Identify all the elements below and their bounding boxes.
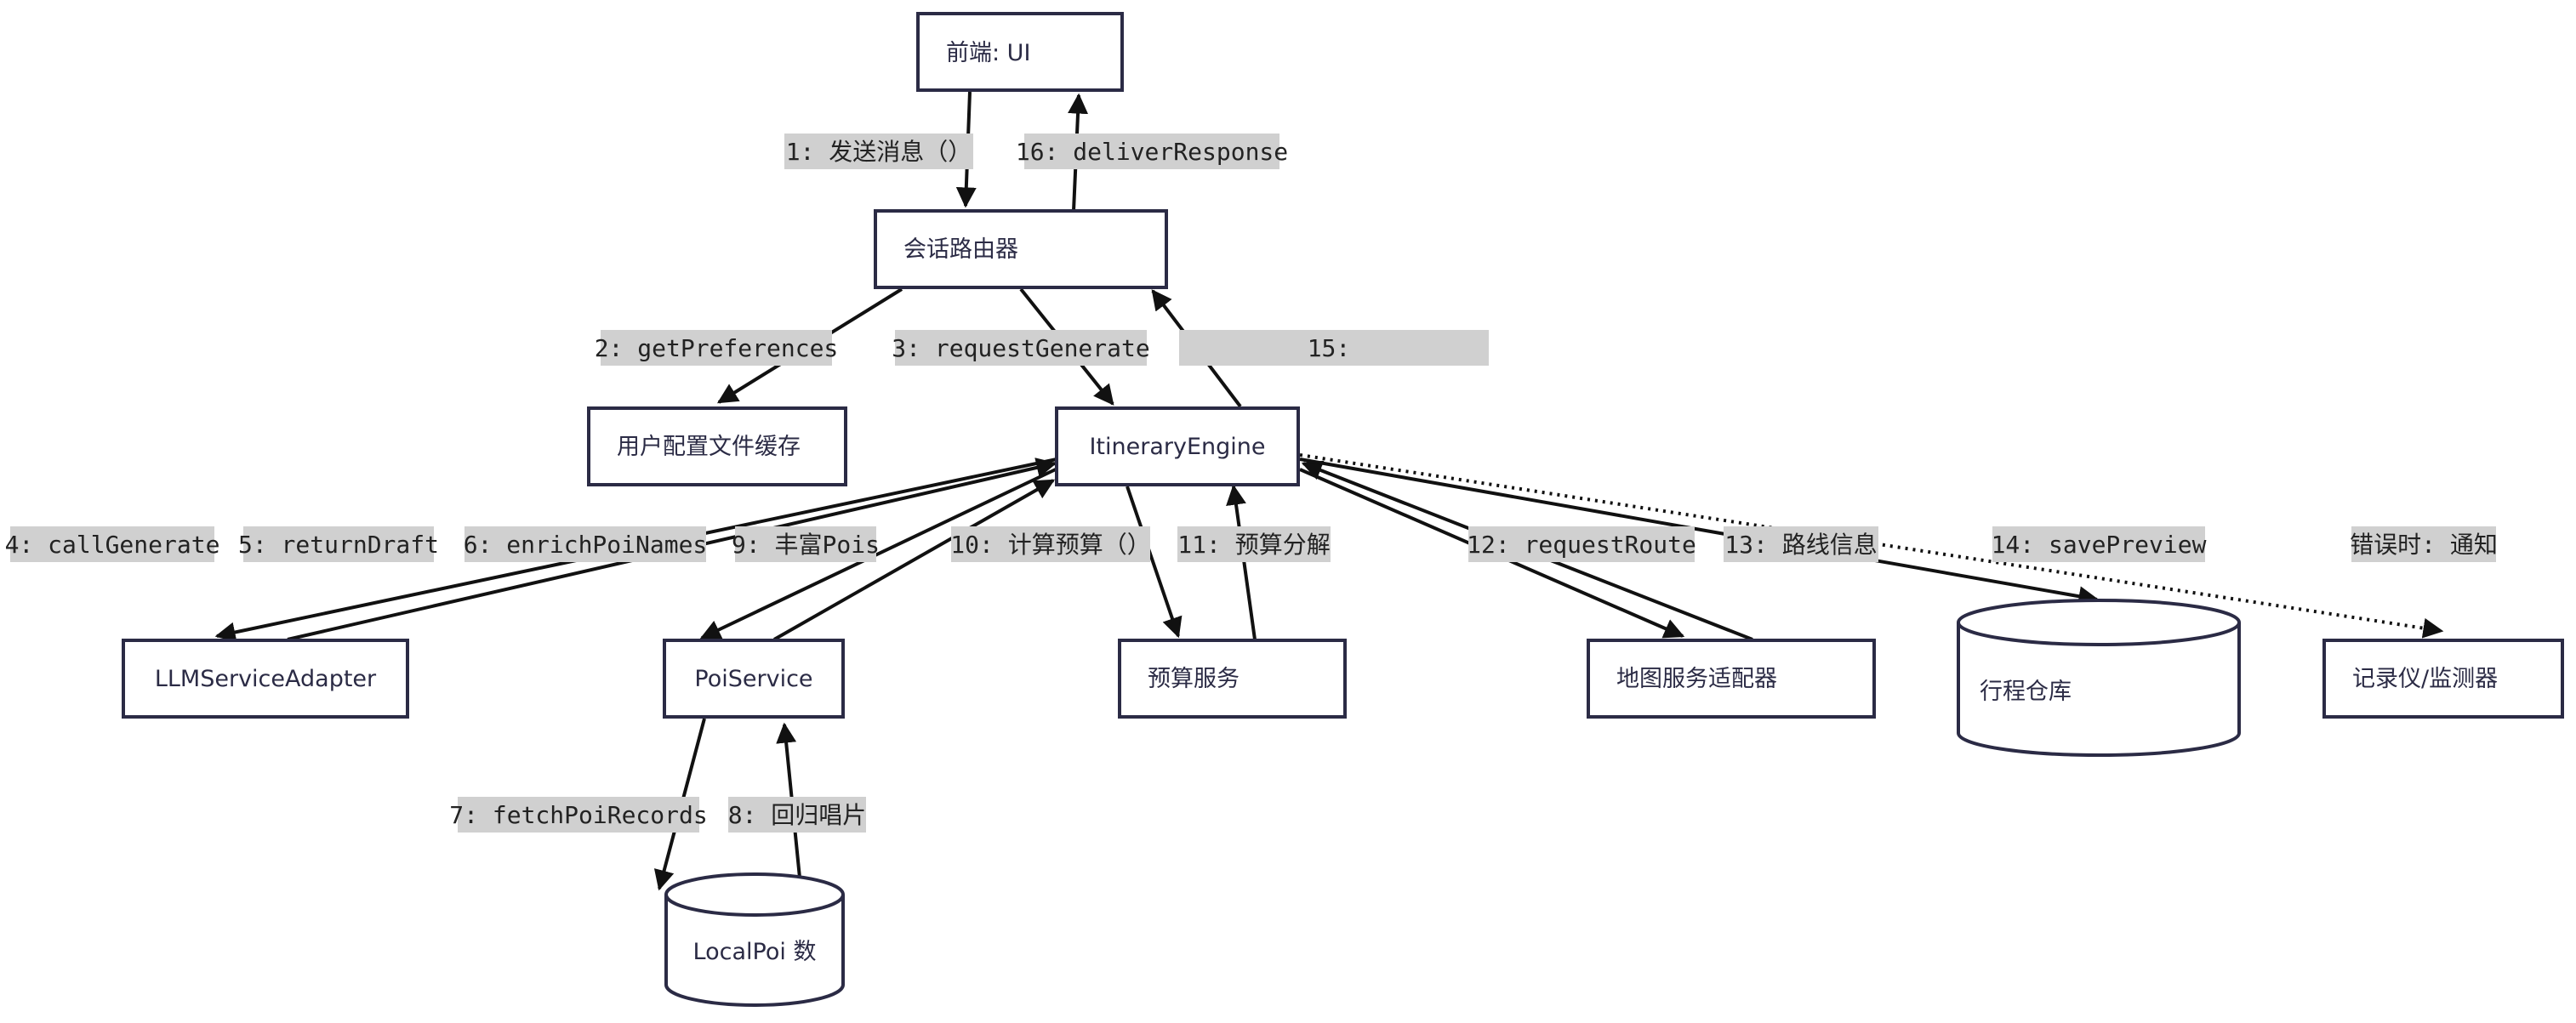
svg-text:11: 预算分解: 11: 预算分解 bbox=[1177, 531, 1330, 559]
node-llm-service-adapter-label: LLMServiceAdapter bbox=[155, 666, 377, 692]
node-local-poi-db[interactable]: LocalPoi 数 bbox=[664, 872, 845, 1007]
node-logger-monitor-label: 记录仪/监测器 bbox=[2352, 666, 2498, 692]
edge-9 bbox=[773, 479, 1056, 641]
edge-label-10: 10: 计算预算（） bbox=[950, 526, 1151, 562]
node-local-poi-db-label: LocalPoi 数 bbox=[693, 939, 817, 965]
edge-label-6: 6: enrichPoiNames bbox=[464, 526, 708, 562]
edge-label-12: 12: requestRoute bbox=[1467, 526, 1696, 562]
svg-text:5: returnDraft: 5: returnDraft bbox=[238, 531, 439, 559]
edge-label-16: 16: deliverResponse bbox=[1016, 134, 1288, 169]
edge-label-4: 4: callGenerate bbox=[5, 526, 220, 562]
svg-text:13: 路线信息: 13: 路线信息 bbox=[1724, 531, 1877, 559]
svg-text:14: savePreview: 14: savePreview bbox=[1992, 531, 2207, 559]
node-frontend-ui[interactable]: 前端: UI bbox=[916, 12, 1124, 92]
edge-labels: 1: 发送消息（） 16: deliverResponse 2: getPref… bbox=[5, 134, 2498, 833]
node-session-router[interactable]: 会话路由器 bbox=[874, 209, 1168, 289]
edge-label-5: 5: returnDraft bbox=[238, 526, 439, 562]
node-llm-service-adapter[interactable]: LLMServiceAdapter bbox=[122, 639, 409, 719]
edges bbox=[214, 91, 2444, 891]
edge-11 bbox=[1226, 484, 1257, 640]
edge-label-14: 14: savePreview bbox=[1992, 526, 2207, 562]
svg-text:9: 丰富Pois: 9: 丰富Pois bbox=[732, 531, 880, 559]
node-frontend-ui-label: 前端: UI bbox=[946, 40, 1030, 66]
edge-label-11: 11: 预算分解 bbox=[1177, 526, 1331, 562]
svg-text:1: 发送消息（）: 1: 发送消息（） bbox=[786, 138, 972, 166]
node-itinerary-repository[interactable]: 行程仓库 bbox=[1957, 599, 2241, 757]
node-map-service-adapter-label: 地图服务适配器 bbox=[1616, 666, 1777, 692]
edge-label-3: 3: requestGenerate bbox=[892, 330, 1150, 366]
node-poi-service-label: PoiService bbox=[694, 666, 812, 692]
svg-text:12: requestRoute: 12: requestRoute bbox=[1467, 531, 1696, 559]
node-itinerary-repository-label: 行程仓库 bbox=[1980, 679, 2072, 705]
edge-error-notify bbox=[1299, 453, 2444, 639]
node-itinerary-engine-label: ItineraryEngine bbox=[1089, 434, 1265, 460]
svg-text:15:: 15: bbox=[1308, 334, 1351, 362]
node-poi-service[interactable]: PoiService bbox=[663, 639, 845, 719]
edge-14 bbox=[1299, 458, 2100, 607]
svg-text:4: callGenerate: 4: callGenerate bbox=[5, 531, 220, 559]
svg-text:2: getPreferences: 2: getPreferences bbox=[595, 334, 839, 362]
edge-label-13: 13: 路线信息 bbox=[1724, 526, 1878, 562]
edge-label-1: 1: 发送消息（） bbox=[784, 134, 973, 169]
edge-6 bbox=[699, 466, 1060, 639]
edge-label-2: 2: getPreferences bbox=[595, 330, 839, 366]
node-map-service-adapter[interactable]: 地图服务适配器 bbox=[1587, 639, 1876, 719]
node-budget-service-label: 预算服务 bbox=[1148, 666, 1240, 692]
svg-text:6: enrichPoiNames: 6: enrichPoiNames bbox=[464, 531, 708, 559]
svg-text:3: requestGenerate: 3: requestGenerate bbox=[892, 334, 1149, 362]
node-user-profile-cache-label: 用户配置文件缓存 bbox=[617, 434, 801, 460]
svg-text:7: fetchPoiRecords: 7: fetchPoiRecords bbox=[449, 801, 707, 829]
edge-label-9: 9: 丰富Pois bbox=[732, 526, 880, 562]
svg-text:错误时: 通知: 错误时: 通知 bbox=[2350, 531, 2498, 559]
node-user-profile-cache[interactable]: 用户配置文件缓存 bbox=[587, 406, 847, 486]
edge-label-error-notify: 错误时: 通知 bbox=[2350, 526, 2498, 562]
svg-text:16: deliverResponse: 16: deliverResponse bbox=[1016, 138, 1288, 166]
node-logger-monitor[interactable]: 记录仪/监测器 bbox=[2322, 639, 2564, 719]
edge-label-7: 7: fetchPoiRecords bbox=[449, 797, 708, 833]
edge-label-15: 15: bbox=[1179, 330, 1489, 366]
svg-text:8: 回归唱片: 8: 回归唱片 bbox=[728, 801, 867, 829]
node-session-router-label: 会话路由器 bbox=[903, 236, 1018, 263]
node-itinerary-engine[interactable]: ItineraryEngine bbox=[1055, 406, 1300, 486]
node-budget-service[interactable]: 预算服务 bbox=[1118, 639, 1347, 719]
svg-text:10: 计算预算（）: 10: 计算预算（） bbox=[950, 531, 1150, 559]
nodes: 前端: UI 会话路由器 用户配置文件缓存 ItineraryEngine LL… bbox=[122, 12, 2564, 1007]
edge-10 bbox=[1126, 486, 1183, 639]
edge-label-8: 8: 回归唱片 bbox=[728, 797, 867, 833]
